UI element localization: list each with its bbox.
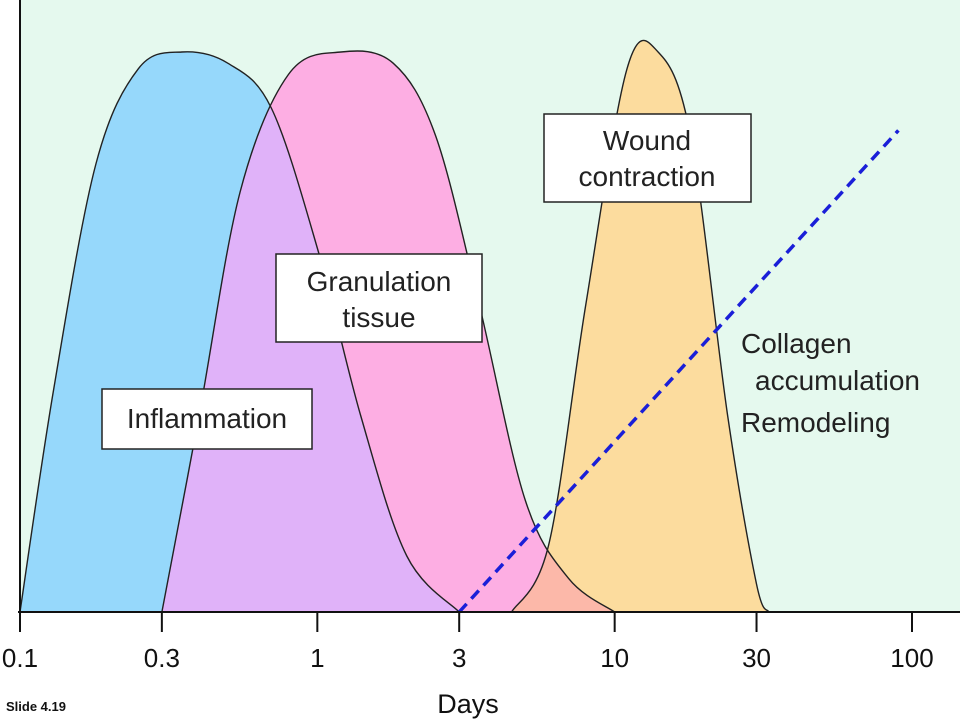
x-tick-label: 3 (452, 643, 466, 673)
x-tick-label: 0.1 (2, 643, 38, 673)
collagen-label-line-2: accumulation (755, 365, 920, 396)
wound-contraction-outline (510, 39, 770, 613)
granulation-label-line-2: tissue (342, 302, 415, 333)
wound-contraction-area (511, 40, 769, 613)
granulation-label-box: Granulation tissue (275, 253, 483, 343)
x-tick-label: 1 (310, 643, 324, 673)
inflammation-label-line-1: Inflammation (127, 403, 287, 434)
granulation-label-line-1: Granulation (307, 266, 452, 297)
x-axis-ticks: 0.1 0.3 1 3 10 30 100 (2, 612, 934, 673)
wound-contraction-label-line-2: contraction (579, 161, 716, 192)
collagen-label: Collagen accumulation Remodeling (741, 328, 920, 438)
wound-contraction-label-line-1: Wound (603, 125, 691, 156)
wound-contraction-label-box: Wound contraction (543, 113, 752, 203)
granulation-outline (161, 50, 617, 613)
x-tick-label: 0.3 (144, 643, 180, 673)
collagen-label-line-1: Collagen (741, 328, 852, 359)
x-tick-label: 30 (742, 643, 771, 673)
inflammation-label-box: Inflammation (101, 388, 313, 450)
x-tick-label: 100 (890, 643, 933, 673)
collagen-label-line-3: Remodeling (741, 407, 890, 438)
x-axis-title: Days (437, 689, 499, 719)
slide-label: Slide 4.19 (6, 699, 66, 714)
collagen-dashed-line (457, 129, 900, 614)
inflammation-outline (19, 51, 461, 613)
x-tick-label: 10 (600, 643, 629, 673)
